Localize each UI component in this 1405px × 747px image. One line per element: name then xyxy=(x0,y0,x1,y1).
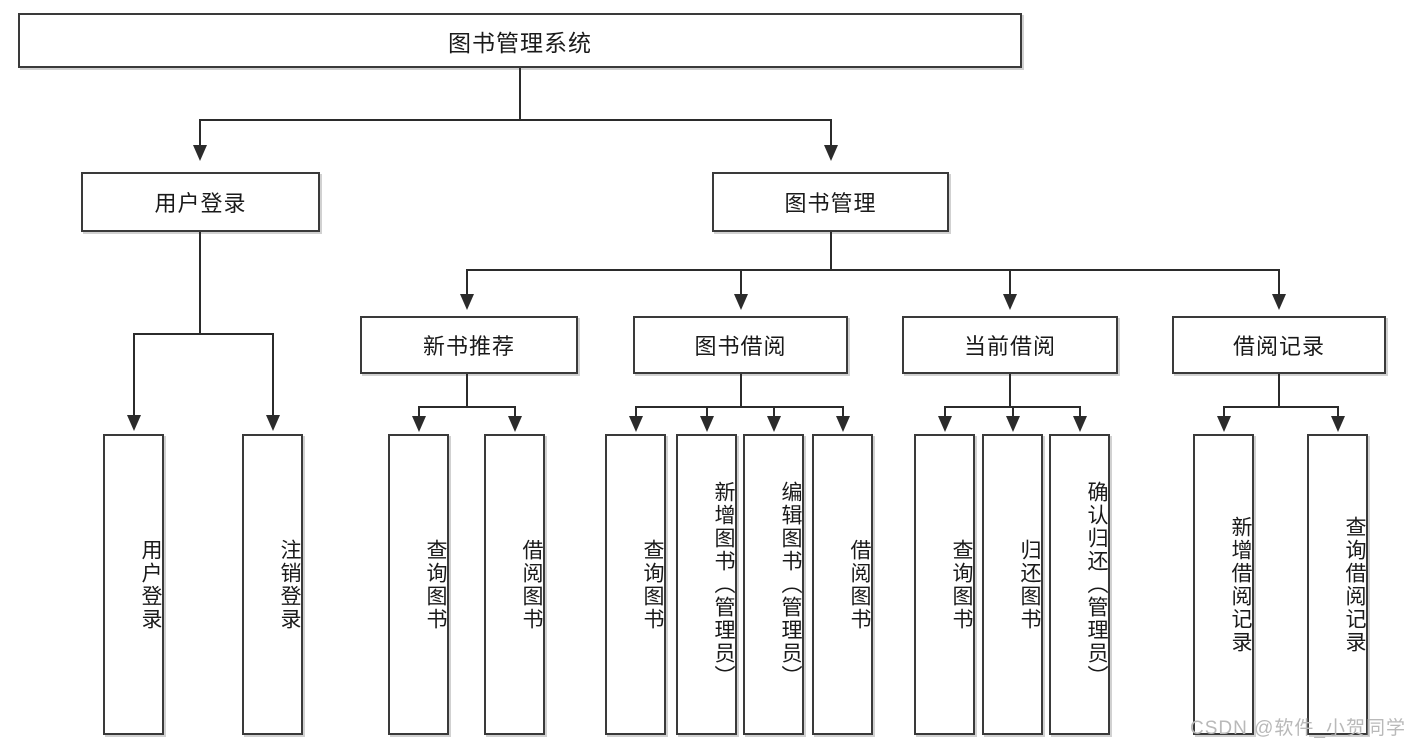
leaf-book-borrow-add-book-admin[interactable]: 新增图书（管理员） xyxy=(676,434,737,735)
node-book-borrow[interactable]: 图书借阅 xyxy=(633,316,848,374)
edge-current-borrow-leaf-2 xyxy=(1012,406,1014,418)
leaf-label: 编辑图书（管理员） xyxy=(779,481,802,688)
leaf-book-borrow-borrow-book[interactable]: 借阅图书 xyxy=(812,434,873,735)
edge-book-borrow-bus xyxy=(635,406,844,408)
node-current-borrow[interactable]: 当前借阅 xyxy=(902,316,1118,374)
leaf-borrow-record-add-record[interactable]: 新增借阅记录 xyxy=(1193,434,1254,735)
leaf-label: 新增借阅记录 xyxy=(1229,515,1252,654)
arrow-borrow-record-leaf-1 xyxy=(1217,416,1231,432)
leaf-label: 用户登录 xyxy=(139,538,162,631)
edge-current-borrow-stem xyxy=(1009,374,1011,408)
leaf-label: 注销登录 xyxy=(278,538,301,631)
edge-to-book-management xyxy=(830,119,832,147)
edge-user-login-stem xyxy=(199,232,201,334)
leaf-label: 借阅图书 xyxy=(520,538,543,631)
edge-user-login-bus xyxy=(133,333,273,335)
edge-borrow-record-leaf-1 xyxy=(1223,406,1225,418)
node-label: 新书推荐 xyxy=(422,334,515,359)
edge-to-user-login xyxy=(199,119,201,147)
leaf-label: 查询图书 xyxy=(424,538,447,631)
leaf-new-book-borrow-book[interactable]: 借阅图书 xyxy=(484,434,545,735)
edge-to-borrow-record xyxy=(1278,269,1280,295)
node-label: 图书管理系统 xyxy=(448,29,592,56)
edge-book-management-stem xyxy=(830,232,832,271)
node-user-login[interactable]: 用户登录 xyxy=(81,172,320,232)
arrow-borrow-record-leaf-2 xyxy=(1331,416,1345,432)
leaf-book-borrow-query-book[interactable]: 查询图书 xyxy=(605,434,666,735)
csdn-watermark: CSDN @软件_小贺同学 xyxy=(1190,718,1405,739)
node-root-book-management-system[interactable]: 图书管理系统 xyxy=(18,13,1022,68)
arrow-current-borrow-leaf-1 xyxy=(938,416,952,432)
arrow-to-user-login xyxy=(193,145,207,161)
leaf-book-borrow-edit-book-admin[interactable]: 编辑图书（管理员） xyxy=(743,434,804,735)
leaf-current-borrow-query-book[interactable]: 查询图书 xyxy=(914,434,975,735)
node-book-management[interactable]: 图书管理 xyxy=(712,172,949,232)
leaf-label: 查询图书 xyxy=(950,538,973,631)
edge-book-borrow-leaf-2 xyxy=(706,406,708,418)
leaf-user-login-user-login[interactable]: 用户登录 xyxy=(103,434,164,735)
node-label: 图书借阅 xyxy=(694,334,787,359)
arrow-user-login-leaf-1 xyxy=(127,415,141,431)
leaf-current-borrow-return-book[interactable]: 归还图书 xyxy=(982,434,1043,735)
arrow-book-borrow-leaf-4 xyxy=(836,416,850,432)
edge-to-current-borrow xyxy=(1009,269,1011,295)
edge-user-login-leaf-2 xyxy=(272,333,274,417)
edge-current-borrow-leaf-1 xyxy=(944,406,946,418)
edge-borrow-record-stem xyxy=(1278,374,1280,408)
leaf-new-book-query-book[interactable]: 查询图书 xyxy=(388,434,449,735)
leaf-user-login-logout[interactable]: 注销登录 xyxy=(242,434,303,735)
node-new-book-recommend[interactable]: 新书推荐 xyxy=(360,316,578,374)
edge-borrow-record-leaf-2 xyxy=(1337,406,1339,418)
arrow-current-borrow-leaf-2 xyxy=(1006,416,1020,432)
arrow-to-current-borrow xyxy=(1003,294,1017,310)
leaf-label: 新增图书（管理员） xyxy=(712,481,735,688)
arrow-book-borrow-leaf-1 xyxy=(629,416,643,432)
edge-new-book-leaf-1 xyxy=(418,406,420,418)
node-label: 图书管理 xyxy=(784,191,877,216)
arrow-book-borrow-leaf-2 xyxy=(700,416,714,432)
arrow-to-book-management xyxy=(824,145,838,161)
arrow-to-book-borrow xyxy=(734,294,748,310)
leaf-label: 查询借阅记录 xyxy=(1343,515,1366,654)
edge-current-borrow-leaf-3 xyxy=(1079,406,1081,418)
node-label: 借阅记录 xyxy=(1232,334,1325,359)
node-borrow-record[interactable]: 借阅记录 xyxy=(1172,316,1386,374)
edge-to-new-book xyxy=(466,269,468,295)
arrow-new-book-leaf-1 xyxy=(412,416,426,432)
leaf-label: 借阅图书 xyxy=(848,538,871,631)
leaf-label: 归还图书 xyxy=(1018,538,1041,631)
leaf-label: 查询图书 xyxy=(641,538,664,631)
edge-book-borrow-leaf-4 xyxy=(842,406,844,418)
edge-book-borrow-stem xyxy=(740,374,742,408)
edge-book-borrow-leaf-3 xyxy=(773,406,775,418)
edge-new-book-bus xyxy=(418,406,516,408)
arrow-user-login-leaf-2 xyxy=(266,415,280,431)
edge-to-book-borrow xyxy=(740,269,742,295)
edge-root-stem xyxy=(519,68,521,120)
arrow-book-borrow-leaf-3 xyxy=(767,416,781,432)
arrow-new-book-leaf-2 xyxy=(508,416,522,432)
arrow-to-new-book xyxy=(460,294,474,310)
node-label: 用户登录 xyxy=(154,191,247,216)
leaf-label: 确认归还（管理员） xyxy=(1085,481,1108,688)
leaf-current-borrow-confirm-return-admin[interactable]: 确认归还（管理员） xyxy=(1049,434,1110,735)
edge-book-borrow-leaf-1 xyxy=(635,406,637,418)
edge-level2-bus xyxy=(199,119,831,121)
edge-borrow-record-bus xyxy=(1223,406,1339,408)
arrow-to-borrow-record xyxy=(1272,294,1286,310)
edge-new-book-stem xyxy=(466,374,468,408)
edge-new-book-leaf-2 xyxy=(514,406,516,418)
leaf-borrow-record-query-record[interactable]: 查询借阅记录 xyxy=(1307,434,1368,735)
edge-level3-bus xyxy=(466,269,1280,271)
node-label: 当前借阅 xyxy=(963,334,1056,359)
edge-user-login-leaf-1 xyxy=(133,333,135,417)
arrow-current-borrow-leaf-3 xyxy=(1073,416,1087,432)
